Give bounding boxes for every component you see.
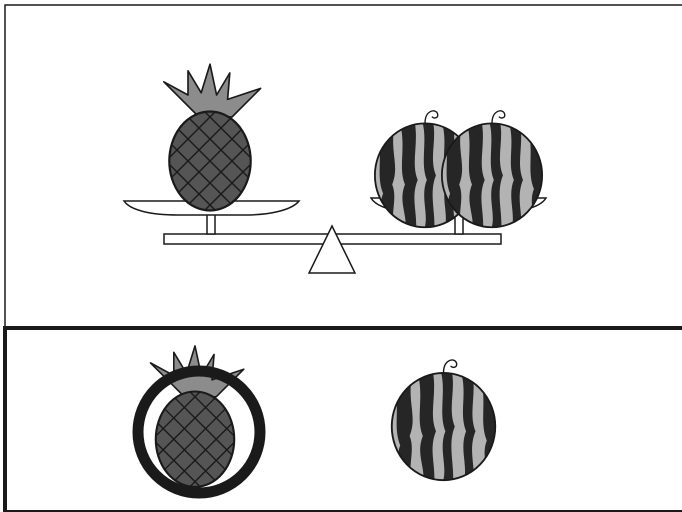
top-panel-border — [5, 5, 682, 327]
top-panel — [5, 5, 682, 327]
left-pan-post — [207, 214, 215, 234]
bottom-panel — [5, 328, 682, 512]
bottom-panel-border — [5, 328, 682, 512]
